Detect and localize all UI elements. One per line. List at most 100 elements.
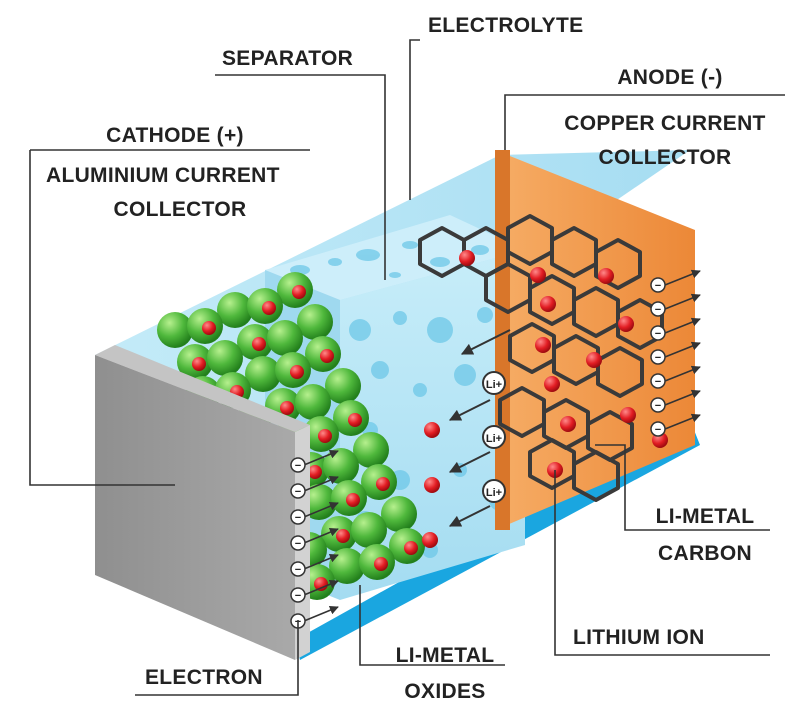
li-ion-badge: Li+	[486, 433, 502, 445]
metal-oxide-particle	[267, 320, 303, 356]
cathode-lithium-ion	[404, 541, 418, 555]
anode-electron: −	[650, 365, 701, 389]
electron-symbol: −	[655, 352, 661, 364]
migrating-lithium-ion	[422, 532, 438, 548]
electron-symbol: −	[295, 564, 301, 576]
cathode-electron: −	[290, 449, 339, 473]
leader-li-metal-oxides	[359, 585, 505, 666]
label-electrolyte: ELECTROLYTE	[428, 14, 584, 37]
metal-oxide-particle	[351, 512, 387, 548]
label-li-metal-carbon-1: LI-METAL	[655, 505, 755, 528]
electron-symbol: −	[655, 424, 661, 436]
cathode-lithium-ion	[320, 349, 334, 363]
anode-lithium-ions	[459, 250, 668, 478]
metal-oxide-particle	[297, 304, 333, 340]
leader-electrolyte	[409, 39, 420, 200]
anode-electron: −	[650, 293, 701, 317]
cathode-particles	[157, 272, 425, 604]
label-anode: ANODE (-)	[617, 66, 723, 89]
electron-symbol: −	[295, 590, 301, 602]
aluminium-collector-top	[95, 345, 310, 432]
metal-oxide-particle	[323, 448, 359, 484]
migrating-lithium-ion	[424, 477, 440, 493]
cathode-lithium-ion	[348, 413, 362, 427]
anode-electron: −	[650, 269, 701, 293]
label-copper-current: COPPER CURRENT	[564, 112, 766, 135]
cathode-electron: −	[290, 527, 339, 551]
anode-electron: −	[650, 341, 701, 365]
migrating-lithium-ion	[424, 422, 440, 438]
leader-lines	[29, 39, 785, 696]
label-li-metal-oxides-2: OXIDES	[404, 680, 486, 703]
ion-badge-circle	[482, 425, 506, 449]
aluminium-current-collector	[95, 355, 295, 660]
cathode-lithium-ion	[318, 429, 332, 443]
metal-oxide-particle	[381, 496, 417, 532]
electron-symbol: −	[655, 280, 661, 292]
metal-oxide-particle	[295, 384, 331, 420]
cathode-lithium-ion	[202, 321, 216, 335]
label-li-metal-oxides-1: LI-METAL	[395, 644, 495, 667]
ion-flow-2: Li+	[424, 425, 506, 493]
label-aluminium-current: ALUMINIUM CURRENT	[46, 164, 280, 187]
electron-symbol: −	[655, 400, 661, 412]
leader-electron	[135, 620, 299, 696]
metal-oxide-particle	[325, 368, 361, 404]
electron-symbol: −	[295, 512, 301, 524]
leader-cathode	[29, 150, 175, 486]
metal-oxide-particle	[157, 312, 193, 348]
cathode-lithium-ion	[374, 557, 388, 571]
metal-oxide-particle	[207, 340, 243, 376]
leader-separator	[215, 74, 386, 280]
electron-symbol: −	[295, 538, 301, 550]
ion-flow-3: Li+	[422, 479, 506, 548]
ion-flow-1: Li+	[424, 371, 506, 438]
li-ion-badge: Li+	[486, 487, 502, 499]
anode-electron: −	[650, 389, 701, 413]
cathode-lithium-ion	[308, 465, 322, 479]
cathode-lithium-ion	[376, 477, 390, 491]
cathode-lithium-ion	[192, 357, 206, 371]
label-separator: SEPARATOR	[222, 47, 354, 70]
metal-oxide-particle	[217, 292, 253, 328]
anode-electrons: − − − − − − −	[650, 269, 701, 437]
cathode-lithium-ion	[262, 301, 276, 315]
label-copper-collector: COLLECTOR	[598, 146, 732, 169]
label-li-metal-carbon-2: CARBON	[658, 542, 752, 565]
metal-oxide-particle	[353, 432, 389, 468]
leader-lithium-ion	[554, 470, 770, 656]
electron-symbol: −	[655, 328, 661, 340]
cathode-lithium-ion	[292, 285, 306, 299]
copper-current-collector	[495, 150, 695, 530]
ion-badge-circle	[482, 479, 506, 503]
cathode-lithium-ion	[280, 401, 294, 415]
ion-flow-top	[460, 329, 511, 355]
leader-li-metal-carbon	[595, 444, 770, 531]
leader-anode	[504, 94, 785, 150]
electron-symbol: −	[655, 304, 661, 316]
cathode-lithium-ion	[290, 365, 304, 379]
metal-oxide-particle	[245, 356, 281, 392]
anode-electron: −	[650, 317, 701, 341]
cathode-lithium-ion	[252, 337, 266, 351]
li-ion-badge: Li+	[486, 379, 502, 391]
copper-collector-edge	[495, 150, 510, 530]
cathode-electron: −	[290, 553, 339, 577]
cathode-electron: −	[290, 501, 339, 525]
electron-symbol: −	[295, 460, 301, 472]
cathode-electron: −	[290, 475, 339, 499]
cathode-lithium-ion	[336, 529, 350, 543]
label-aluminium-collector: COLLECTOR	[113, 198, 247, 221]
label-electron: ELECTRON	[145, 666, 263, 689]
electron-symbol: −	[295, 486, 301, 498]
label-lithium-ion: LITHIUM ION	[573, 626, 705, 649]
electron-symbol: −	[655, 376, 661, 388]
label-cathode: CATHODE (+)	[106, 124, 244, 147]
cathode-lithium-ion	[314, 577, 328, 591]
cathode-electrons: −−−−−−−	[290, 449, 339, 629]
cathode-lithium-ion	[346, 493, 360, 507]
anode-electron: −	[650, 413, 701, 437]
ion-badge-circle	[482, 371, 506, 395]
cathode-electron: −	[290, 579, 339, 603]
